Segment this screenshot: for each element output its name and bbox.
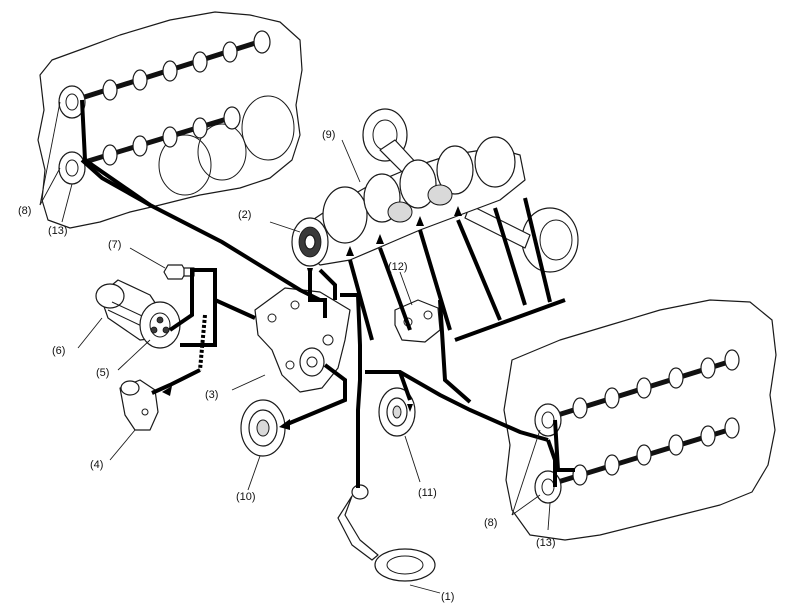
oil-jet-bracket: [119, 379, 159, 431]
leader-lines: [39, 101, 551, 594]
callout-9: (9): [322, 129, 335, 141]
callout-1: (1): [441, 591, 454, 603]
callout-13-right: (13): [536, 537, 556, 549]
callout-6: (6): [52, 345, 65, 357]
callout-10: (10): [236, 491, 256, 503]
callout-labels: (1) (2) (3) (4) (5) (6) (7) (8) (8) (9) …: [18, 129, 556, 603]
idler-sprocket-right: [378, 387, 416, 437]
callout-13-left: (13): [48, 225, 68, 237]
callout-2: (2): [238, 209, 251, 221]
left-upper-camshaft: [74, 30, 271, 103]
callout-11: (11): [418, 487, 437, 499]
left-lower-cam-actuator: [58, 151, 86, 185]
oil-pump: [254, 287, 351, 393]
callout-8-right: (8): [484, 517, 497, 529]
left-lower-camshaft: [74, 106, 241, 168]
callout-5: (5): [96, 367, 109, 379]
oil-pressure-switch: [163, 264, 195, 280]
flow-arrows: [162, 206, 462, 430]
crankshaft-assembly: [304, 108, 579, 273]
crank-oil-pump-drive-gear: [291, 217, 329, 267]
right-lower-cam-actuator: [534, 470, 562, 504]
oil-strainer: [337, 484, 436, 582]
idler-sprocket-left: [240, 399, 286, 457]
right-lower-camshaft: [547, 417, 740, 488]
oil-control-valve: [394, 299, 441, 343]
callout-12: (12): [388, 261, 408, 273]
left-cylinder-head: [37, 11, 303, 229]
oil-flow-paths: [80, 99, 575, 488]
callout-4: (4): [90, 459, 103, 471]
left-upper-cam-actuator: [58, 85, 86, 119]
right-cylinder-head: [503, 299, 777, 541]
callout-3: (3): [205, 389, 218, 401]
right-upper-camshaft: [547, 349, 740, 421]
callout-7: (7): [108, 239, 121, 251]
callout-8-left: (8): [18, 205, 31, 217]
